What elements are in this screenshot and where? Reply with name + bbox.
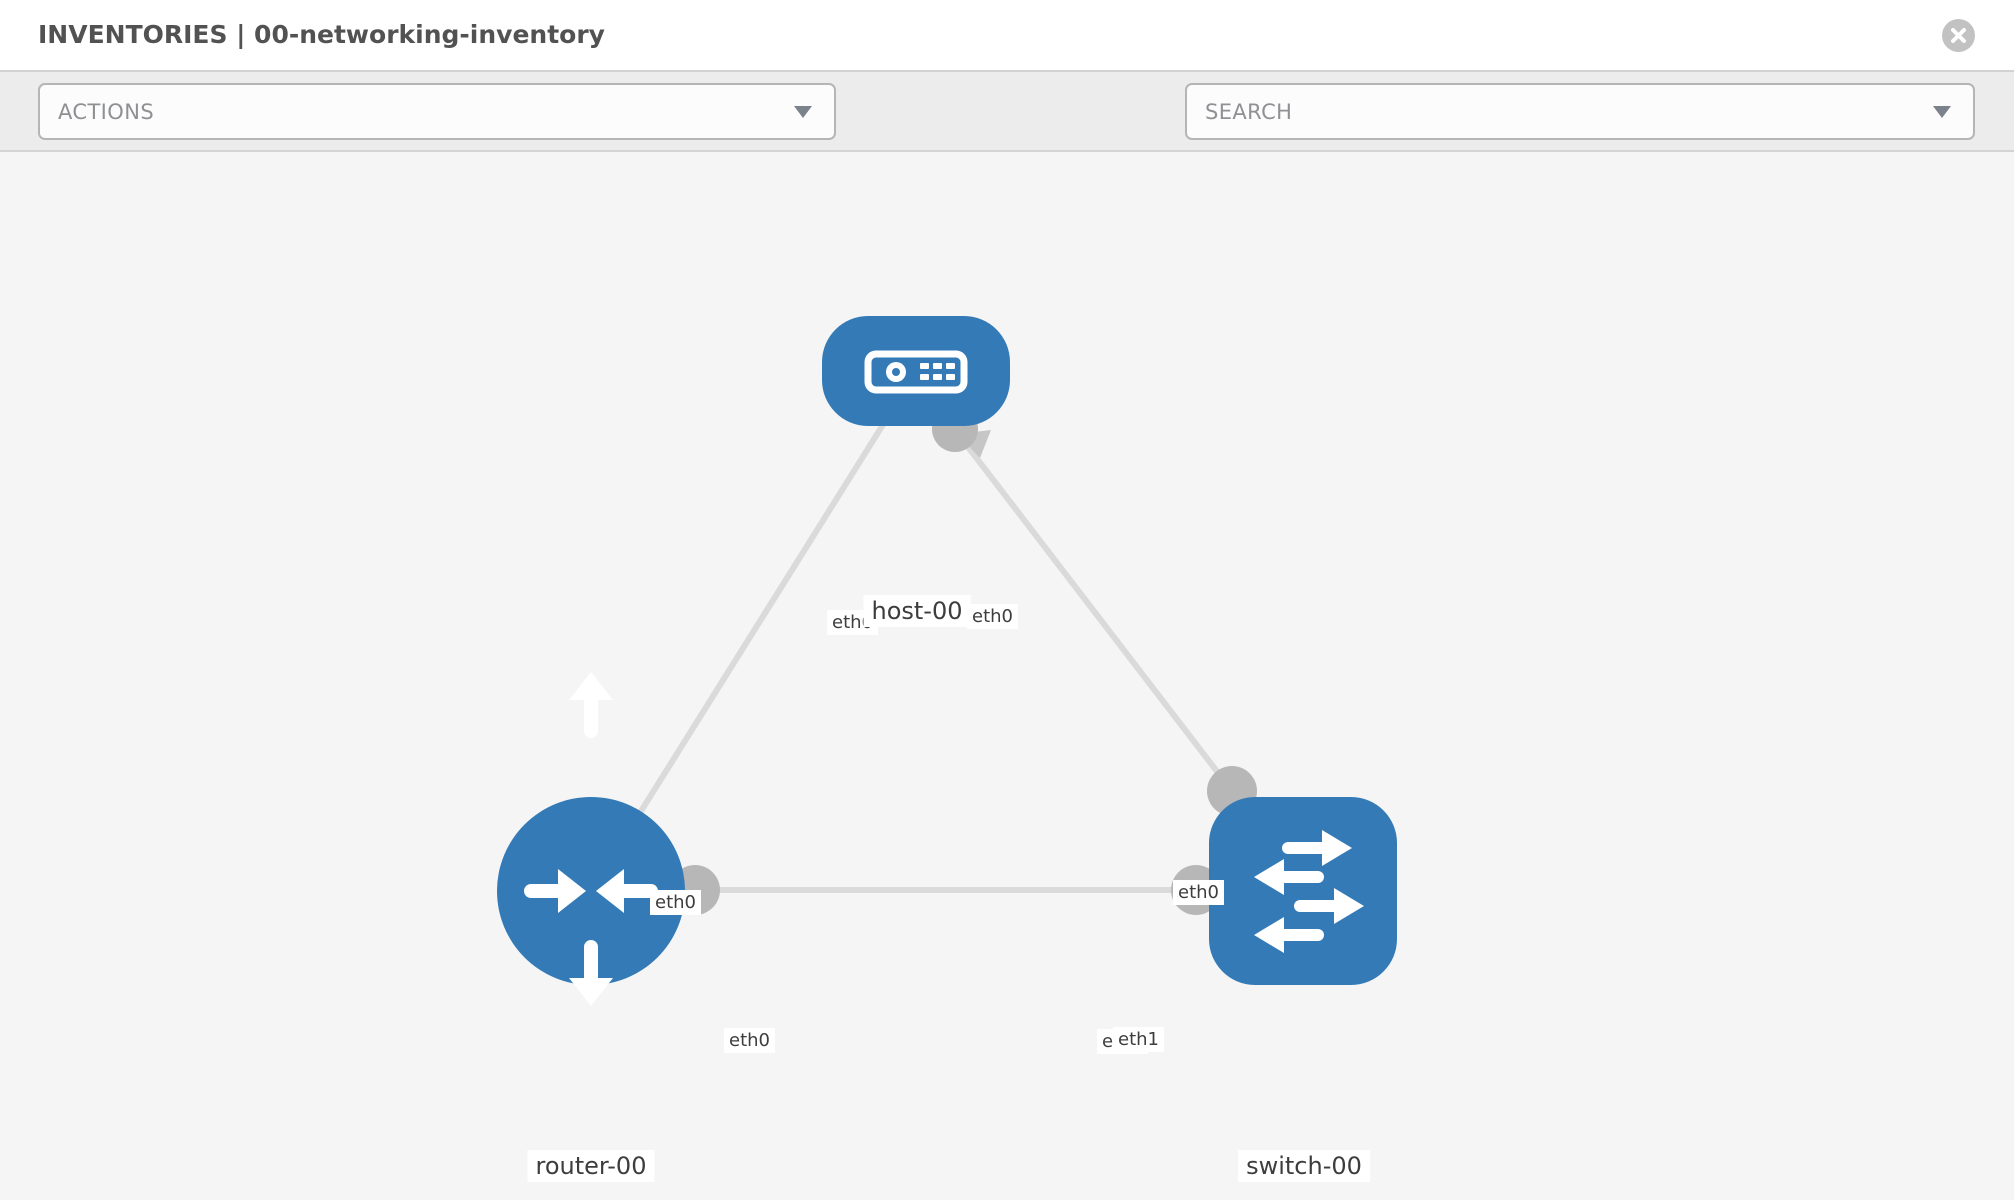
link-host-switch (952, 428, 1235, 793)
iface-label-router-to-host: eth0 (650, 890, 701, 915)
topology-canvas[interactable]: host-00 router-00 switch-00 eth0 eth0 et… (0, 154, 2014, 1200)
iface-label-router-to-switch: eth0 (724, 1028, 775, 1053)
chevron-down-icon (1933, 105, 1951, 118)
iface-label-switch-to-host: eth0 (1173, 880, 1224, 905)
toolbar: ACTIONS SEARCH (0, 72, 2014, 203)
search-dropdown[interactable]: SEARCH (1185, 83, 1975, 140)
header: INVENTORIES | 00-networking-inventory (0, 0, 2014, 72)
actions-dropdown-label: ACTIONS (58, 99, 155, 124)
close-icon (1951, 28, 1966, 43)
search-placeholder: SEARCH (1205, 99, 1293, 124)
router-icon (524, 672, 658, 1006)
iface-label-switch-to-router: eth1 (1113, 1027, 1164, 1052)
node-router-00[interactable] (497, 672, 685, 1006)
page-title: INVENTORIES | 00-networking-inventory (38, 20, 605, 49)
links (588, 370, 1235, 893)
node-label-router: router-00 (527, 1150, 655, 1182)
node-host-00[interactable] (822, 316, 1010, 426)
node-label-host: host-00 (863, 595, 971, 627)
chevron-down-icon (794, 105, 812, 118)
node-switch-00[interactable] (1209, 797, 1397, 985)
host-icon (864, 350, 968, 394)
switch-icon (1254, 830, 1364, 953)
node-label-switch: switch-00 (1238, 1150, 1370, 1182)
link-host-router (588, 370, 919, 893)
ports (670, 406, 1257, 915)
topology-graph (497, 316, 1397, 1006)
actions-dropdown[interactable]: ACTIONS (38, 83, 836, 140)
close-button[interactable] (1942, 19, 1975, 52)
iface-label-host-to-switch: eth0 (967, 604, 1018, 629)
